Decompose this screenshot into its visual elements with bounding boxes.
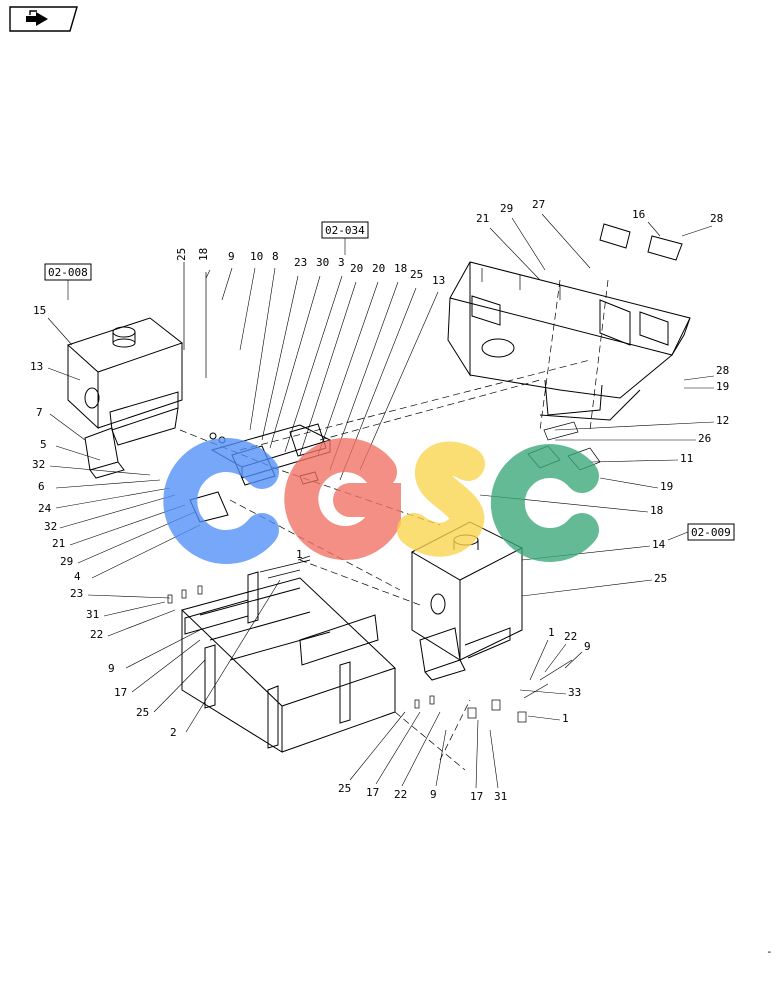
callout: 19: [716, 380, 729, 393]
callout: 10: [250, 250, 263, 263]
callout: 1: [548, 626, 555, 639]
callout: 1: [296, 548, 303, 561]
callout: 14: [652, 538, 666, 551]
callout: 24: [38, 502, 52, 515]
callout: 29: [60, 555, 73, 568]
callout: 31: [494, 790, 507, 803]
callout: 17: [470, 790, 483, 803]
left-hopper-assembly: [67, 317, 184, 479]
callout: 21: [476, 212, 489, 225]
callout: 13: [432, 274, 445, 287]
callout: 12: [716, 414, 729, 427]
callout: 25: [175, 248, 188, 261]
callout: 5: [40, 438, 47, 451]
watermark-letter-s: [397, 441, 485, 557]
callout: 25: [410, 268, 423, 281]
callout: 23: [294, 256, 307, 269]
callout: 16: [632, 208, 645, 221]
callout: 9: [430, 788, 437, 801]
svg-text:02-008: 02-008: [48, 266, 88, 279]
callout: 11: [680, 452, 693, 465]
page-flip-arrow-icon: [9, 6, 78, 32]
callout: 9: [584, 640, 591, 653]
callout: 20: [350, 262, 363, 275]
callout: 20: [372, 262, 385, 275]
callout: 29: [500, 202, 513, 215]
callout: 9: [108, 662, 115, 675]
callout: 17: [366, 786, 379, 799]
callout-labels: 25 18 9 10 8 23 30 3 20 20 18 25 13 15 1…: [30, 198, 729, 803]
callout: 19: [660, 480, 673, 493]
callout: 23: [70, 587, 83, 600]
callout: 13: [30, 360, 43, 373]
callout: 33: [568, 686, 581, 699]
callout: 4: [74, 570, 81, 583]
ref-02-008[interactable]: 02-008: [44, 263, 92, 281]
callout: 15: [33, 304, 46, 317]
mounting-frame: [181, 559, 396, 753]
callout: 2: [170, 726, 177, 739]
callout: 18: [197, 248, 210, 261]
callout: 30: [316, 256, 329, 269]
callout: 17: [114, 686, 127, 699]
page-marker: -: [766, 945, 773, 958]
watermark-letter-c2: [490, 444, 599, 562]
callout: 25: [338, 782, 351, 795]
watermark-letter-g: [284, 438, 401, 561]
watermark-logo: [163, 438, 599, 564]
callout: 7: [36, 406, 43, 419]
callout: 31: [86, 608, 99, 621]
callout: 9: [228, 250, 235, 263]
ref-02-034[interactable]: 02-034: [321, 221, 369, 239]
callout: 1: [562, 712, 569, 725]
svg-text:02-009: 02-009: [691, 526, 731, 539]
svg-text:02-034: 02-034: [325, 224, 365, 237]
callout: 18: [394, 262, 407, 275]
watermark-letter-c1: [163, 438, 279, 564]
callout: 3: [338, 256, 345, 269]
callout: 22: [90, 628, 103, 641]
callout: 27: [532, 198, 545, 211]
callout: 25: [136, 706, 149, 719]
callout: 8: [272, 250, 279, 263]
callout: 32: [32, 458, 45, 471]
callout: 6: [38, 480, 45, 493]
ref-02-009[interactable]: 02-009: [687, 523, 735, 541]
reference-boxes: 02-008 02-034 02-009: [44, 221, 735, 541]
callout: 28: [710, 212, 723, 225]
callout: 26: [698, 432, 711, 445]
callout: 32: [44, 520, 57, 533]
callout: 18: [650, 504, 663, 517]
callout: 22: [394, 788, 407, 801]
machine-rear-body: [447, 223, 691, 421]
callout: 25: [654, 572, 667, 585]
callout: 22: [564, 630, 577, 643]
page-nav-button[interactable]: [8, 6, 78, 32]
callout: 28: [716, 364, 729, 377]
callout: 21: [52, 537, 65, 550]
